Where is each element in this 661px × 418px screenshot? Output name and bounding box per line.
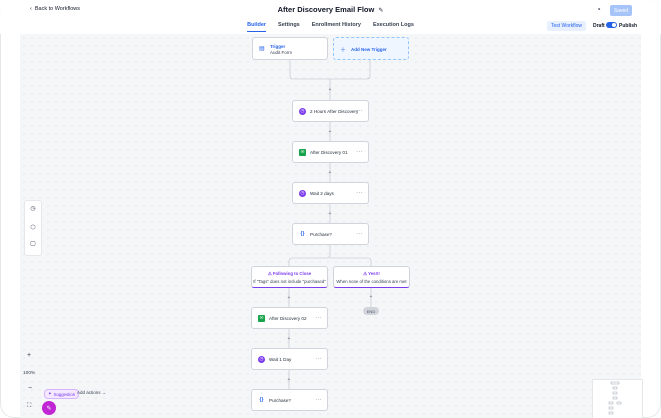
tab-enrollment-history[interactable]: Enrollment History [311,22,361,28]
clock-icon: ◷ [299,189,306,197]
plus-icon: ＋ [340,48,347,54]
node-label: Purchase? [310,231,332,237]
add-trigger-card[interactable]: ＋ Add New Trigger [333,37,409,60]
add-step-plus-icon[interactable]: + [287,336,291,342]
add-trigger-label: Add New Trigger [351,47,387,52]
suggestion-chip[interactable]: ✦ Suggestion [44,389,80,399]
branch-title: Following to Close [272,271,312,276]
branch-no-card[interactable]: ⚠ Yes!!! When none of the conditions are… [333,266,410,288]
zoom-out-icon[interactable]: − [28,385,33,392]
node-label: Purchase? [269,397,291,403]
clock-icon: ◷ [258,355,265,363]
more-icon[interactable]: ··· [315,356,322,362]
add-step-plus-icon[interactable]: + [328,211,332,217]
tab-builder[interactable]: Builder [247,22,267,32]
email-node[interactable]: ✉ After Discovery 02 ··· [251,307,328,329]
zoom-level: 100% [23,371,36,376]
condition-node[interactable]: {} Purchase? ··· [251,389,328,411]
suggestion-label: Suggestion [53,391,76,397]
branch-description: When none of the conditions are met [336,279,407,284]
workflow-title: After Discovery Email Flow [277,5,375,14]
node-label: Wait 1 Day [269,356,292,362]
ai-assistant-button[interactable]: ✎ [42,401,56,415]
back-link[interactable]: ‹ Back to Workflows [30,6,80,12]
publish-toggle[interactable] [606,22,617,28]
tab-settings[interactable]: Settings [278,22,300,28]
braces-icon: {} [300,231,305,237]
trigger-card[interactable]: ▤ Trigger Audit Form [252,37,328,60]
pencil-icon[interactable]: ✎ [378,8,384,14]
minimap-preview [608,381,622,415]
add-step-plus-icon[interactable]: + [287,295,291,301]
tab-bar: Builder Settings Enrollment History Exec… [0,22,661,32]
canvas-toolbar: ◷ ⬡ ▢ [24,200,42,256]
add-step-plus-icon[interactable]: + [328,170,332,176]
more-icon[interactable]: ··· [356,149,363,155]
zoom-in-icon[interactable]: + [27,352,32,359]
more-icon[interactable]: ··· [356,231,363,237]
draft-label: Draft [593,23,605,29]
wait-node[interactable]: ◷ 2 Hours After Discovery ··· [292,100,369,122]
shield-icon[interactable]: ⬡ [30,225,36,231]
minimap[interactable] [592,379,643,418]
test-workflow-button[interactable]: Test Workflow [547,21,587,31]
clock-icon: ◷ [299,107,306,115]
history-icon[interactable]: ◔ [596,5,601,14]
end-badge: END [363,307,379,315]
fit-view-icon[interactable]: ⛶ [27,403,32,409]
email-icon: ✉ [299,148,306,156]
wait-node[interactable]: ◷ Wait 1 Day ··· [251,348,328,370]
branch-yes-card[interactable]: ⚠ Following to Close If "Tags" does not … [251,266,328,288]
add-actions-link[interactable]: Add actions → [77,390,106,395]
chevron-left-icon: ‹ [30,6,32,12]
add-actions-label: Add actions [77,390,101,395]
header: ‹ Back to Workflows After Discovery Emai… [0,0,661,34]
branch-description: If "Tags" does not include "purchased" [253,279,326,284]
node-label: After Discovery 02 [269,315,307,321]
pen-icon: ✎ [46,405,52,412]
more-icon[interactable]: ··· [315,315,322,321]
email-icon: ✉ [258,314,265,322]
trigger-subtitle: Audit Form [270,50,293,55]
add-step-plus-icon[interactable]: + [369,294,373,300]
add-step-plus-icon[interactable]: + [328,87,332,93]
branch-icon: ⚠ [267,271,272,276]
form-icon: ▤ [259,46,265,52]
trigger-title: Trigger [270,44,286,49]
publish-label: Publish [619,23,638,29]
node-label: After Discovery 01 [310,149,348,155]
braces-icon: {} [259,397,264,403]
add-step-plus-icon[interactable]: + [287,377,291,383]
branch-icon: ⚠ [363,271,368,276]
add-step-plus-icon[interactable]: + [328,129,332,135]
tab-execution-logs[interactable]: Execution Logs [372,22,414,28]
arrow-right-icon: → [101,390,107,395]
more-icon[interactable]: ··· [356,108,363,114]
comment-icon[interactable]: ▢ [30,241,36,247]
email-node[interactable]: ✉ After Discovery 01 ··· [292,141,369,163]
node-label: 2 Hours After Discovery [310,108,359,114]
sparkle-icon: ✦ [48,391,52,396]
more-icon[interactable]: ··· [315,397,322,403]
more-icon[interactable]: ··· [356,190,363,196]
page-title: After Discovery Email Flow✎ [0,5,661,14]
branch-title: Yes!!! [368,271,380,276]
wait-node[interactable]: ◷ Wait 2 days ··· [292,182,369,204]
history-icon[interactable]: ◷ [30,206,36,212]
node-label: Wait 2 days [310,190,334,196]
condition-node[interactable]: {} Purchase? ··· [292,223,369,245]
saved-button[interactable]: Saved [610,5,632,16]
back-label: Back to Workflows [34,6,80,12]
